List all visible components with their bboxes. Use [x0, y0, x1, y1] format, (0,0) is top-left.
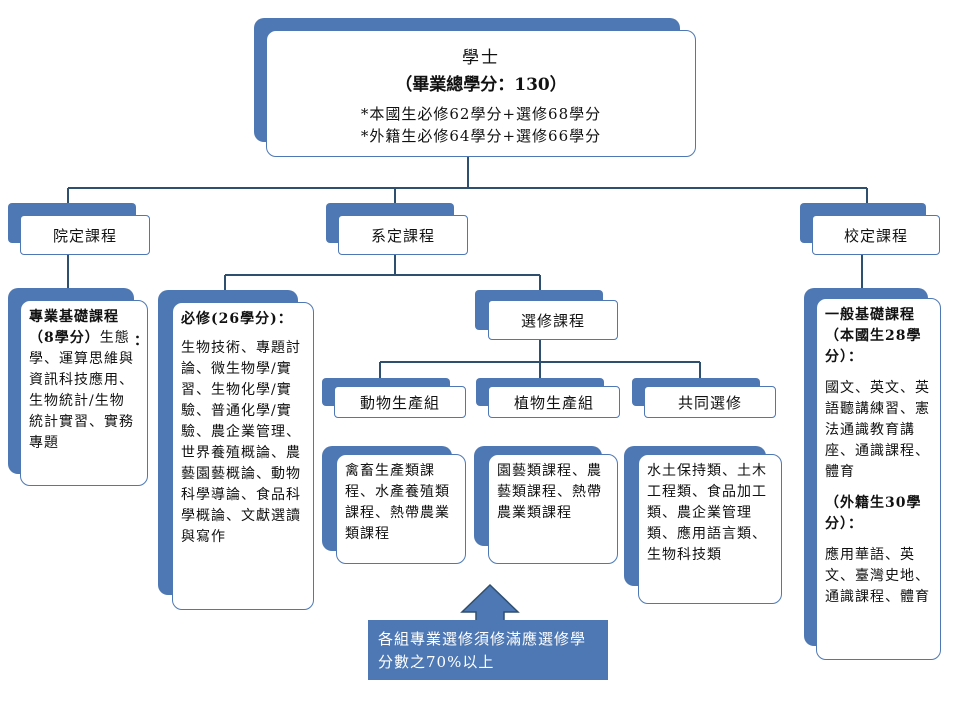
school-label: 校定課程: [812, 215, 940, 255]
school-courses-heading1: 一般基礎課程（本國生28學分）：: [825, 307, 922, 365]
root-subtitle: （畢業總學分：130）: [395, 75, 567, 95]
required-courses-body: 生物技術、專題討論、微生物學/實習、生物化學/實驗、普通化學/實驗、農企業管理、…: [181, 340, 301, 545]
college-courses-heading: 專業基礎課程（8學分）: [29, 309, 119, 346]
college-courses-card: 專業基礎課程（8學分）生態學、運算思維與資訊科技應用、生物統計/生物統計實習、實…: [20, 300, 148, 486]
college-courses-colon: ：: [134, 333, 148, 349]
school-courses-card: 一般基礎課程（本國生28學分）： 國文、英文、英語聽講練習、憲法通識教育講座、通…: [816, 298, 941, 660]
group-plant-courses: 園藝類課程、農藝類課程、熱帶農業類課程: [488, 454, 618, 564]
group-animal-courses: 禽畜生產類課程、水產養殖類課程、熱帶農業類課程: [336, 454, 466, 564]
required-courses-card: 必修(26學分)： 生物技術、專題討論、微生物學/實習、生物化學/實驗、普通化學…: [172, 302, 314, 610]
up-arrow-icon: [460, 583, 520, 625]
group-plant-label: 植物生產組: [488, 386, 620, 418]
root-line2: *外籍生必修64學分+選修66學分: [360, 127, 602, 145]
school-courses-body1: 國文、英文、英語聽講練習、憲法通識教育講座、通識課程、體育: [825, 380, 930, 480]
college-label: 院定課程: [20, 215, 150, 255]
callout-note: 各組專業選修須修滿應選修學分數之70%以上: [368, 620, 608, 680]
college-courses-body: 生態學、運算思維與資訊科技應用、生物統計/生物統計實習、實務專題: [29, 330, 134, 451]
group-common-label: 共同選修: [644, 386, 776, 418]
root-line1: *本國生必修62學分+選修68學分: [360, 105, 602, 123]
root-card: 學士 （畢業總學分：130） *本國生必修62學分+選修68學分 *外籍生必修6…: [266, 30, 696, 157]
group-common-courses: 水土保持類、土木工程類、食品加工類、農企業管理類、應用語言類、生物科技類: [638, 454, 782, 604]
required-courses-heading: 必修(26學分)：: [181, 311, 293, 327]
school-courses-heading2: （外籍生30學分）：: [825, 495, 922, 532]
group-animal-label: 動物生產組: [334, 386, 466, 418]
department-label: 系定課程: [338, 215, 468, 255]
root-title: 學士: [462, 48, 500, 68]
school-courses-body2: 應用華語、英文、臺灣史地、通識課程、體育: [825, 547, 930, 605]
elective-label: 選修課程: [488, 300, 618, 340]
